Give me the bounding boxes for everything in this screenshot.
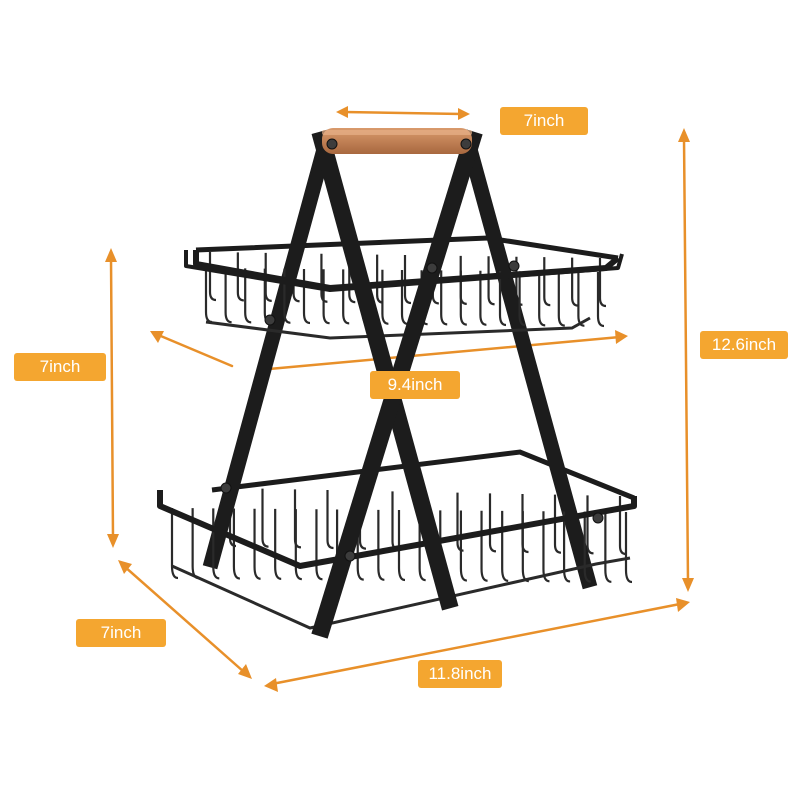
basket-wire [244, 268, 252, 324]
basket-wire [253, 508, 261, 580]
basket-wire [553, 494, 562, 554]
basket-wire [542, 511, 550, 583]
basket-wire [232, 508, 241, 580]
total-height-arrow [678, 128, 694, 592]
total-height-label: 12.6inch [700, 331, 788, 359]
basket-wire [479, 270, 487, 326]
depth-arrow [118, 560, 252, 679]
tier-width-label: 9.4inch [370, 371, 460, 399]
basket-wire [596, 272, 605, 328]
basket-wire [236, 252, 244, 302]
basket-wire [322, 269, 330, 325]
basket-wire [326, 490, 334, 550]
basket-wire [459, 270, 467, 326]
basket-wire [488, 493, 497, 553]
top-width-arrow [336, 106, 470, 120]
basket-wire [557, 271, 565, 327]
basket-wire [292, 253, 300, 303]
basket-wire [586, 495, 594, 555]
basket-wire [487, 256, 495, 306]
basket-wire [598, 258, 607, 308]
basket-wire [456, 492, 464, 552]
tier-width-arrow [150, 330, 628, 372]
basket-wire [261, 488, 269, 548]
basket-wire [518, 271, 526, 327]
basket-wire [562, 511, 571, 583]
base-width-label: 11.8inch [418, 660, 502, 688]
basket-wire [377, 509, 385, 581]
basket-wire [342, 269, 350, 325]
basket-wire [571, 257, 579, 307]
basket-wire [501, 510, 509, 583]
frame-screws [220, 138, 604, 562]
basket-wire [418, 510, 426, 582]
basket-wire [624, 512, 633, 584]
basket-wire [543, 257, 551, 307]
dimension-arrows [105, 106, 694, 692]
base-width-arrow [264, 598, 690, 692]
frame-back-legs [202, 132, 598, 590]
basket-wire [440, 270, 448, 326]
basket-wire [577, 271, 585, 327]
basket-wire [208, 252, 217, 302]
basket-wire [224, 268, 232, 324]
depth-label: 7inch [76, 619, 166, 647]
basket-wire [459, 510, 468, 582]
basket-wire [618, 496, 627, 556]
basket-wire [274, 508, 282, 581]
basket-wire [583, 511, 591, 583]
basket-wire [358, 490, 367, 550]
basket-wire [538, 271, 546, 327]
wooden-handle [322, 128, 472, 154]
basket-wire [212, 508, 220, 580]
basket-wire [381, 269, 389, 325]
basket-wire [283, 268, 291, 324]
basket-wire [521, 511, 529, 583]
basket-wire [480, 510, 488, 582]
tier-height-label: 7inch [14, 353, 106, 381]
basket-wire [403, 255, 412, 305]
basket-wire [356, 509, 364, 581]
basket-wire [302, 269, 311, 325]
basket-wire [397, 510, 406, 582]
basket-wire [604, 511, 612, 583]
basket-wire [315, 509, 323, 581]
basket-wire [498, 271, 507, 327]
basket-wire [391, 491, 399, 551]
basket-wire [348, 254, 356, 304]
tier-height-arrow [105, 248, 119, 548]
top-width-label: 7inch [500, 107, 588, 135]
